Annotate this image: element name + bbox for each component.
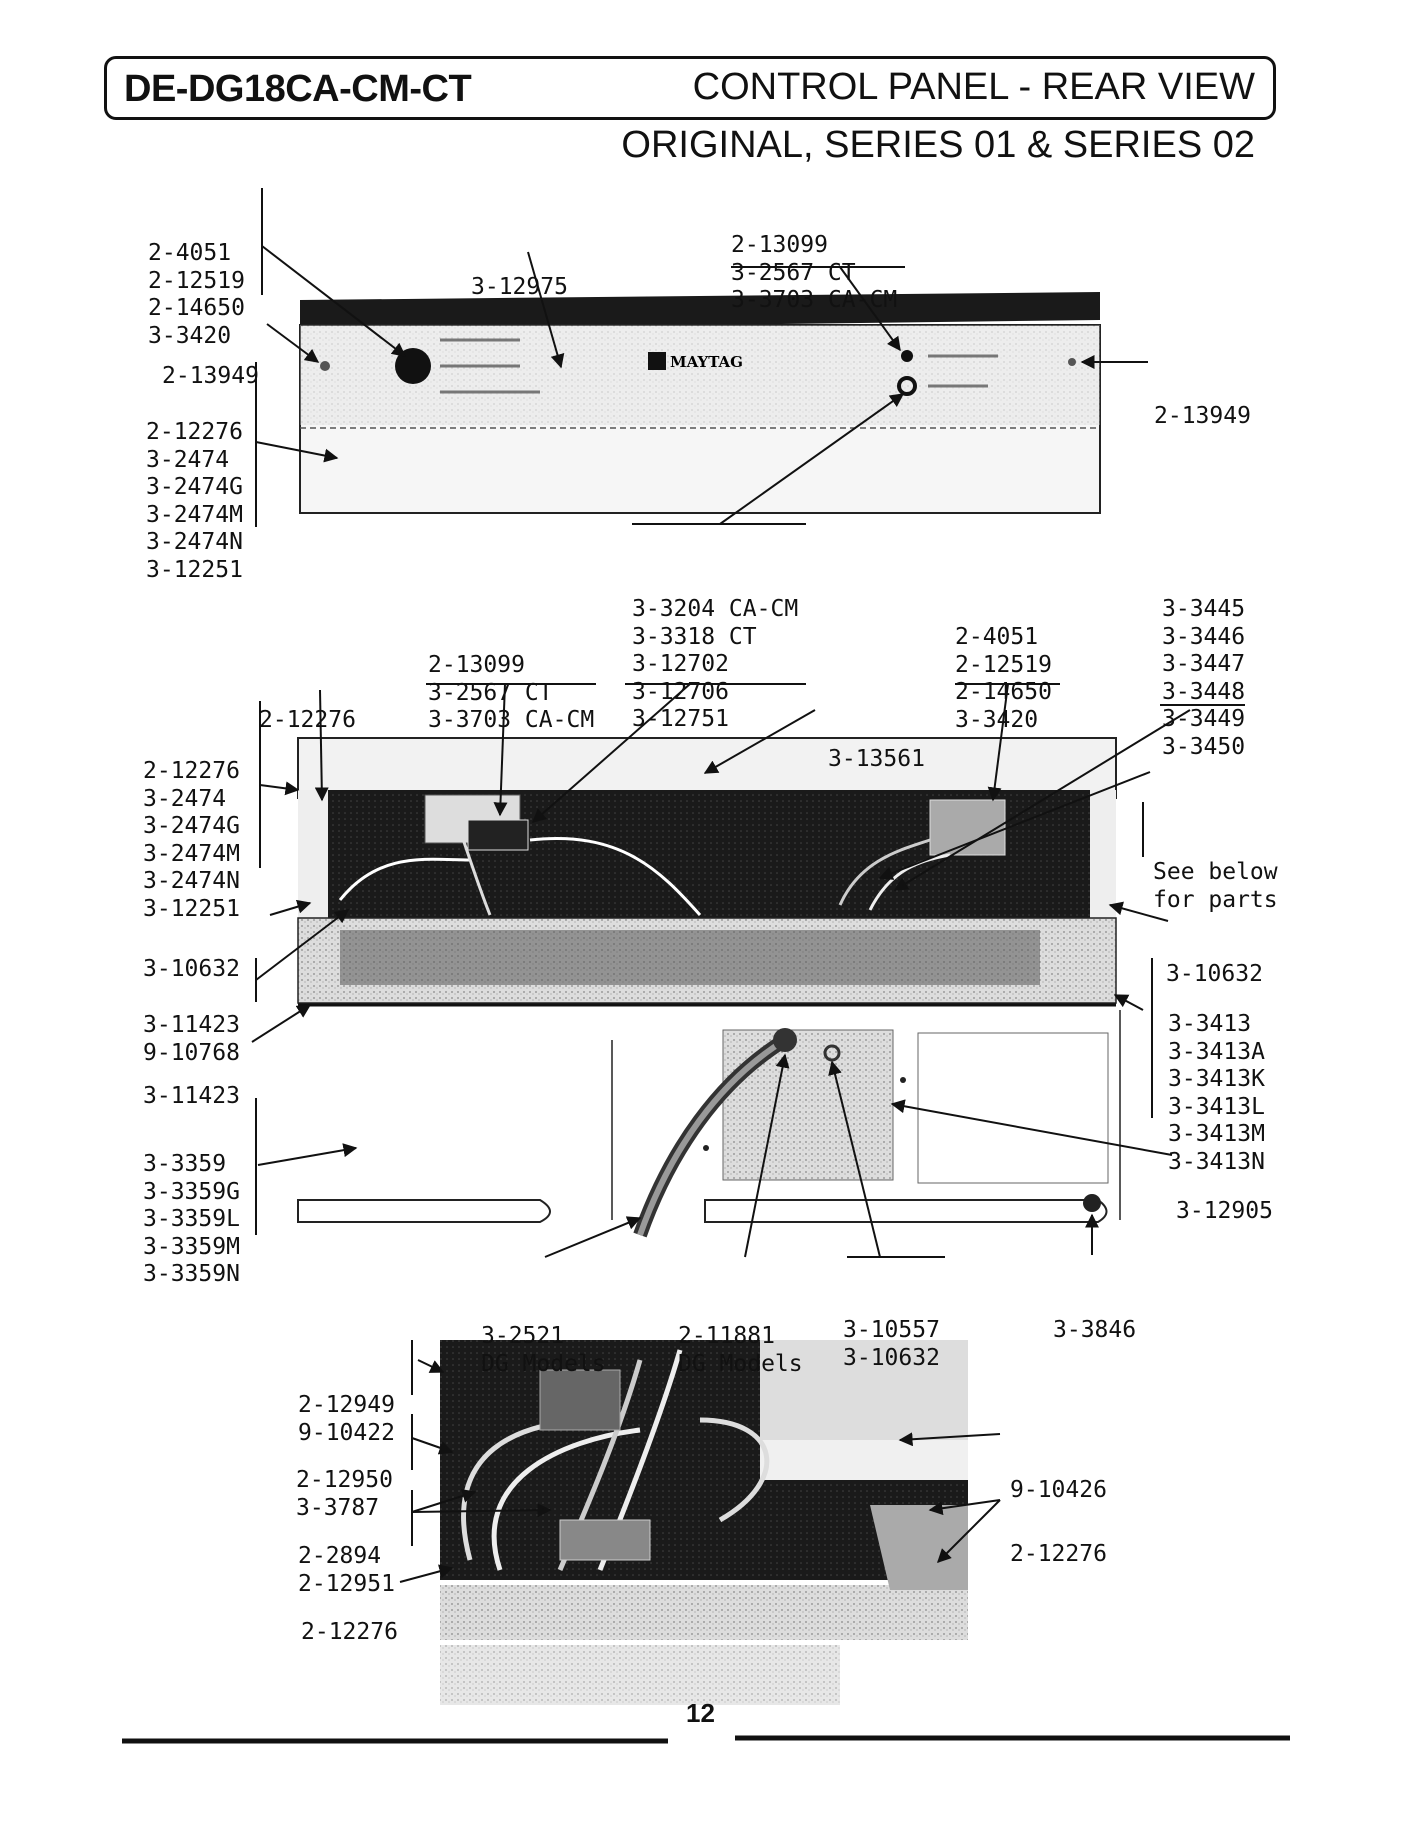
callout-cover-part: 3-13561 [828,746,925,772]
callout-panel-part: 3-12975 [471,274,568,300]
rear-assembly [297,737,1117,1007]
brand-name: MAYTAG [670,353,743,371]
page-subtitle: ORIGINAL, SERIES 01 & SERIES 02 [621,124,1255,166]
start-button-icon [897,376,917,396]
callout-clip-right: 3-10632 [1166,961,1263,987]
page-number: 12 [686,1698,715,1728]
callout-screw-left-top: 2-13949 [162,363,259,389]
page-title: CONTROL PANEL - REAR VIEW [692,66,1255,108]
callout-wiring-screw: 2-12276 [301,1619,398,1645]
model-number: DE-DG18CA-CM-CT [124,68,472,110]
header-frame [104,56,1276,120]
callout-wiring-screws: 2-12276 [1010,1541,1107,1567]
lower-cabinet [297,1010,1121,1238]
callout-screw-right-top: 2-13949 [1154,403,1251,429]
leader-lines [251,245,1191,1583]
wiring-photo [440,1340,968,1705]
screw-icon [320,361,330,371]
top-control-panel: MAYTAG [299,292,1101,514]
foot-screw-icon [1083,1194,1101,1212]
callout-fastener-lower: 3-11423 [143,1083,240,1109]
knob-icon [395,348,431,384]
callout-leveling-foot: 3-3846 [1053,1317,1137,1343]
callout-wiring-bracket: 9-10426 [1010,1477,1107,1503]
callout-access-cover: 3-12905 [1176,1198,1273,1224]
callout-screw-mid: 2-12276 [259,707,356,733]
callout-clip-left: 3-10632 [143,956,240,982]
screw-icon [1068,358,1076,366]
maytag-logo-icon [648,352,666,370]
indicator-light-icon [901,350,913,362]
